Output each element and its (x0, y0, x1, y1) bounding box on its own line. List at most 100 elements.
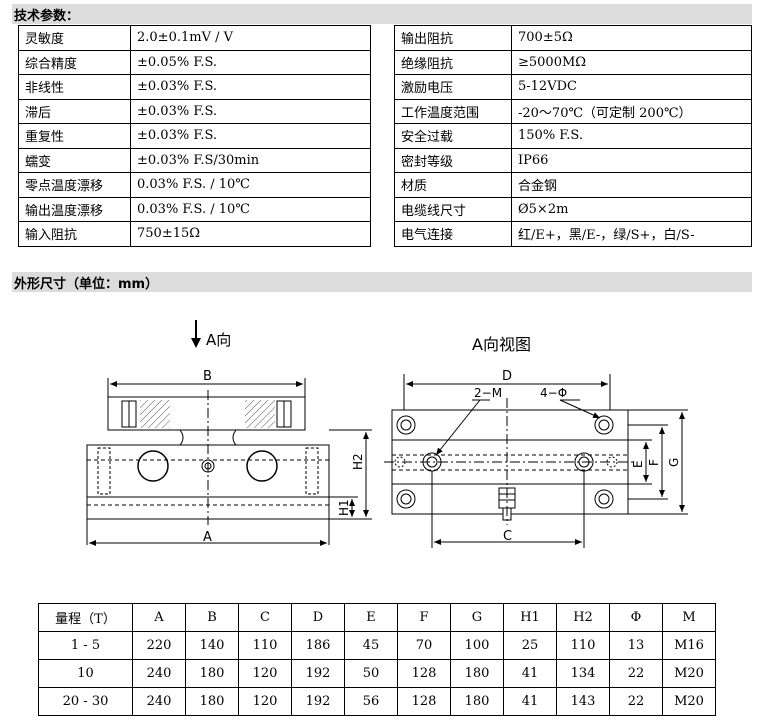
dimension-cell: 22 (609, 687, 663, 716)
spec-left-label: 灵敏度 (18, 25, 131, 51)
dimension-cell: M20 (662, 659, 716, 688)
dimension-header-cell: F (397, 603, 451, 632)
dim-label-F: F (647, 459, 661, 466)
dim-label-H2: H2 (351, 453, 365, 470)
spec-left-value: 0.03% F.S. / 10℃ (130, 196, 371, 222)
spec-left-value: ±0.03% F.S. (130, 123, 371, 149)
view-title: A向视图 (472, 335, 531, 354)
dimension-cell: 45 (344, 631, 398, 660)
spec-right-value: Ø5×2m (511, 196, 752, 222)
spec-gap (370, 50, 395, 75)
dimension-cell: 180 (450, 687, 504, 716)
spec-right-label: 激励电压 (394, 74, 512, 100)
dimension-cell: 120 (238, 659, 292, 688)
dimension-cell: 180 (185, 659, 239, 688)
dimension-drawing: A向 (86, 320, 688, 548)
spec-gap (370, 25, 395, 50)
spec-left-value: ±0.03% F.S. (130, 74, 371, 100)
dimension-cell: M16 (662, 631, 716, 660)
dimension-cell: 56 (344, 687, 398, 716)
dimension-header-cell: H2 (556, 603, 610, 632)
spec-right-label: 绝缘阻抗 (394, 49, 512, 75)
dim-label-E: E (631, 460, 645, 468)
dimension-cell: 70 (397, 631, 451, 660)
dimension-header-cell: C (238, 603, 292, 632)
spec-right-label: 密封等级 (394, 147, 512, 173)
dimension-header-cell: Φ (609, 603, 663, 632)
view-arrow-label: A向 (206, 331, 231, 349)
dimension-header-cell: H1 (503, 603, 557, 632)
dimension-cell: 240 (132, 687, 186, 716)
dims-section-band: 外形尺寸（单位：mm） (12, 272, 752, 292)
spec-right-label: 材质 (394, 172, 512, 198)
view-direction-arrow (191, 320, 201, 348)
dim-label-phi: 4−Φ (540, 386, 567, 400)
dim-label-G: G (667, 458, 681, 467)
dim-label-M: 2−M (474, 386, 502, 400)
dims-section-title: 外形尺寸（单位：mm） (14, 277, 159, 292)
dimension-cell: 128 (397, 659, 451, 688)
spec-right-value: 700±5Ω (511, 25, 752, 51)
dimension-header-cell: 量程（T） (38, 603, 133, 632)
spec-gap (370, 148, 395, 173)
dimension-cell: 25 (503, 631, 557, 660)
dim-label-B: B (203, 369, 212, 384)
spec-gap (370, 172, 395, 197)
dimension-header-cell: B (185, 603, 239, 632)
dimension-cell: 22 (609, 659, 663, 688)
dimension-cell: 134 (556, 659, 610, 688)
spec-left-value: 0.03% F.S. / 10℃ (130, 172, 371, 198)
spec-left-value: 2.0±0.1mV / V (130, 25, 371, 51)
spec-left-label: 综合精度 (18, 49, 131, 75)
spec-left-label: 滞后 (18, 98, 131, 124)
dim-label-D: D (502, 369, 512, 384)
dimension-cell: 140 (185, 631, 239, 660)
dimension-header-cell: D (291, 603, 345, 632)
dimension-cell: 192 (291, 687, 345, 716)
spec-right-label: 工作温度范围 (394, 98, 512, 124)
spec-left-value: 750±15Ω (130, 221, 371, 247)
dimension-cell: 180 (450, 659, 504, 688)
dimension-cell: 10 (38, 659, 133, 688)
dimension-cell: 41 (503, 687, 557, 716)
dimension-header-cell: E (344, 603, 398, 632)
dimension-cell: 180 (185, 687, 239, 716)
spec-left-label: 输出温度漂移 (18, 196, 131, 222)
spec-gap (370, 221, 395, 246)
spec-right-label: 输出阻抗 (394, 25, 512, 51)
dimension-cell: 128 (397, 687, 451, 716)
dimension-cell: 41 (503, 659, 557, 688)
spec-right-value: 合金钢 (511, 172, 752, 198)
dim-label-C: C (503, 529, 512, 544)
front-view (86, 378, 372, 546)
dimension-cell: M20 (662, 687, 716, 716)
spec-left-value: ±0.03% F.S/30min (130, 147, 371, 173)
spec-right-value: -20～70℃（可定制 200℃） (511, 98, 752, 124)
specs-section-title: 技术参数： (14, 9, 80, 24)
specs-section-band: 技术参数： (12, 4, 752, 24)
dim-label-A: A (203, 530, 212, 545)
dimension-cell: 1 - 5 (38, 631, 133, 660)
spec-gap (370, 74, 395, 99)
spec-right-value: IP66 (511, 147, 752, 173)
spec-row: 滞后±0.03% F.S.工作温度范围-20～70℃（可定制 200℃） (18, 98, 752, 124)
spec-right-value: ≥5000MΩ (511, 49, 752, 75)
spec-right-label: 电气连接 (394, 221, 512, 247)
spec-row: 综合精度±0.05% F.S. 绝缘阻抗≥5000MΩ (18, 49, 752, 75)
side-view (384, 374, 688, 548)
dimension-cell: 240 (132, 659, 186, 688)
dimension-header-cell: A (132, 603, 186, 632)
dimension-cell: 110 (556, 631, 610, 660)
spec-left-value: ±0.05% F.S. (130, 49, 371, 75)
dimension-cell: 143 (556, 687, 610, 716)
spec-left-label: 蠕变 (18, 147, 131, 173)
